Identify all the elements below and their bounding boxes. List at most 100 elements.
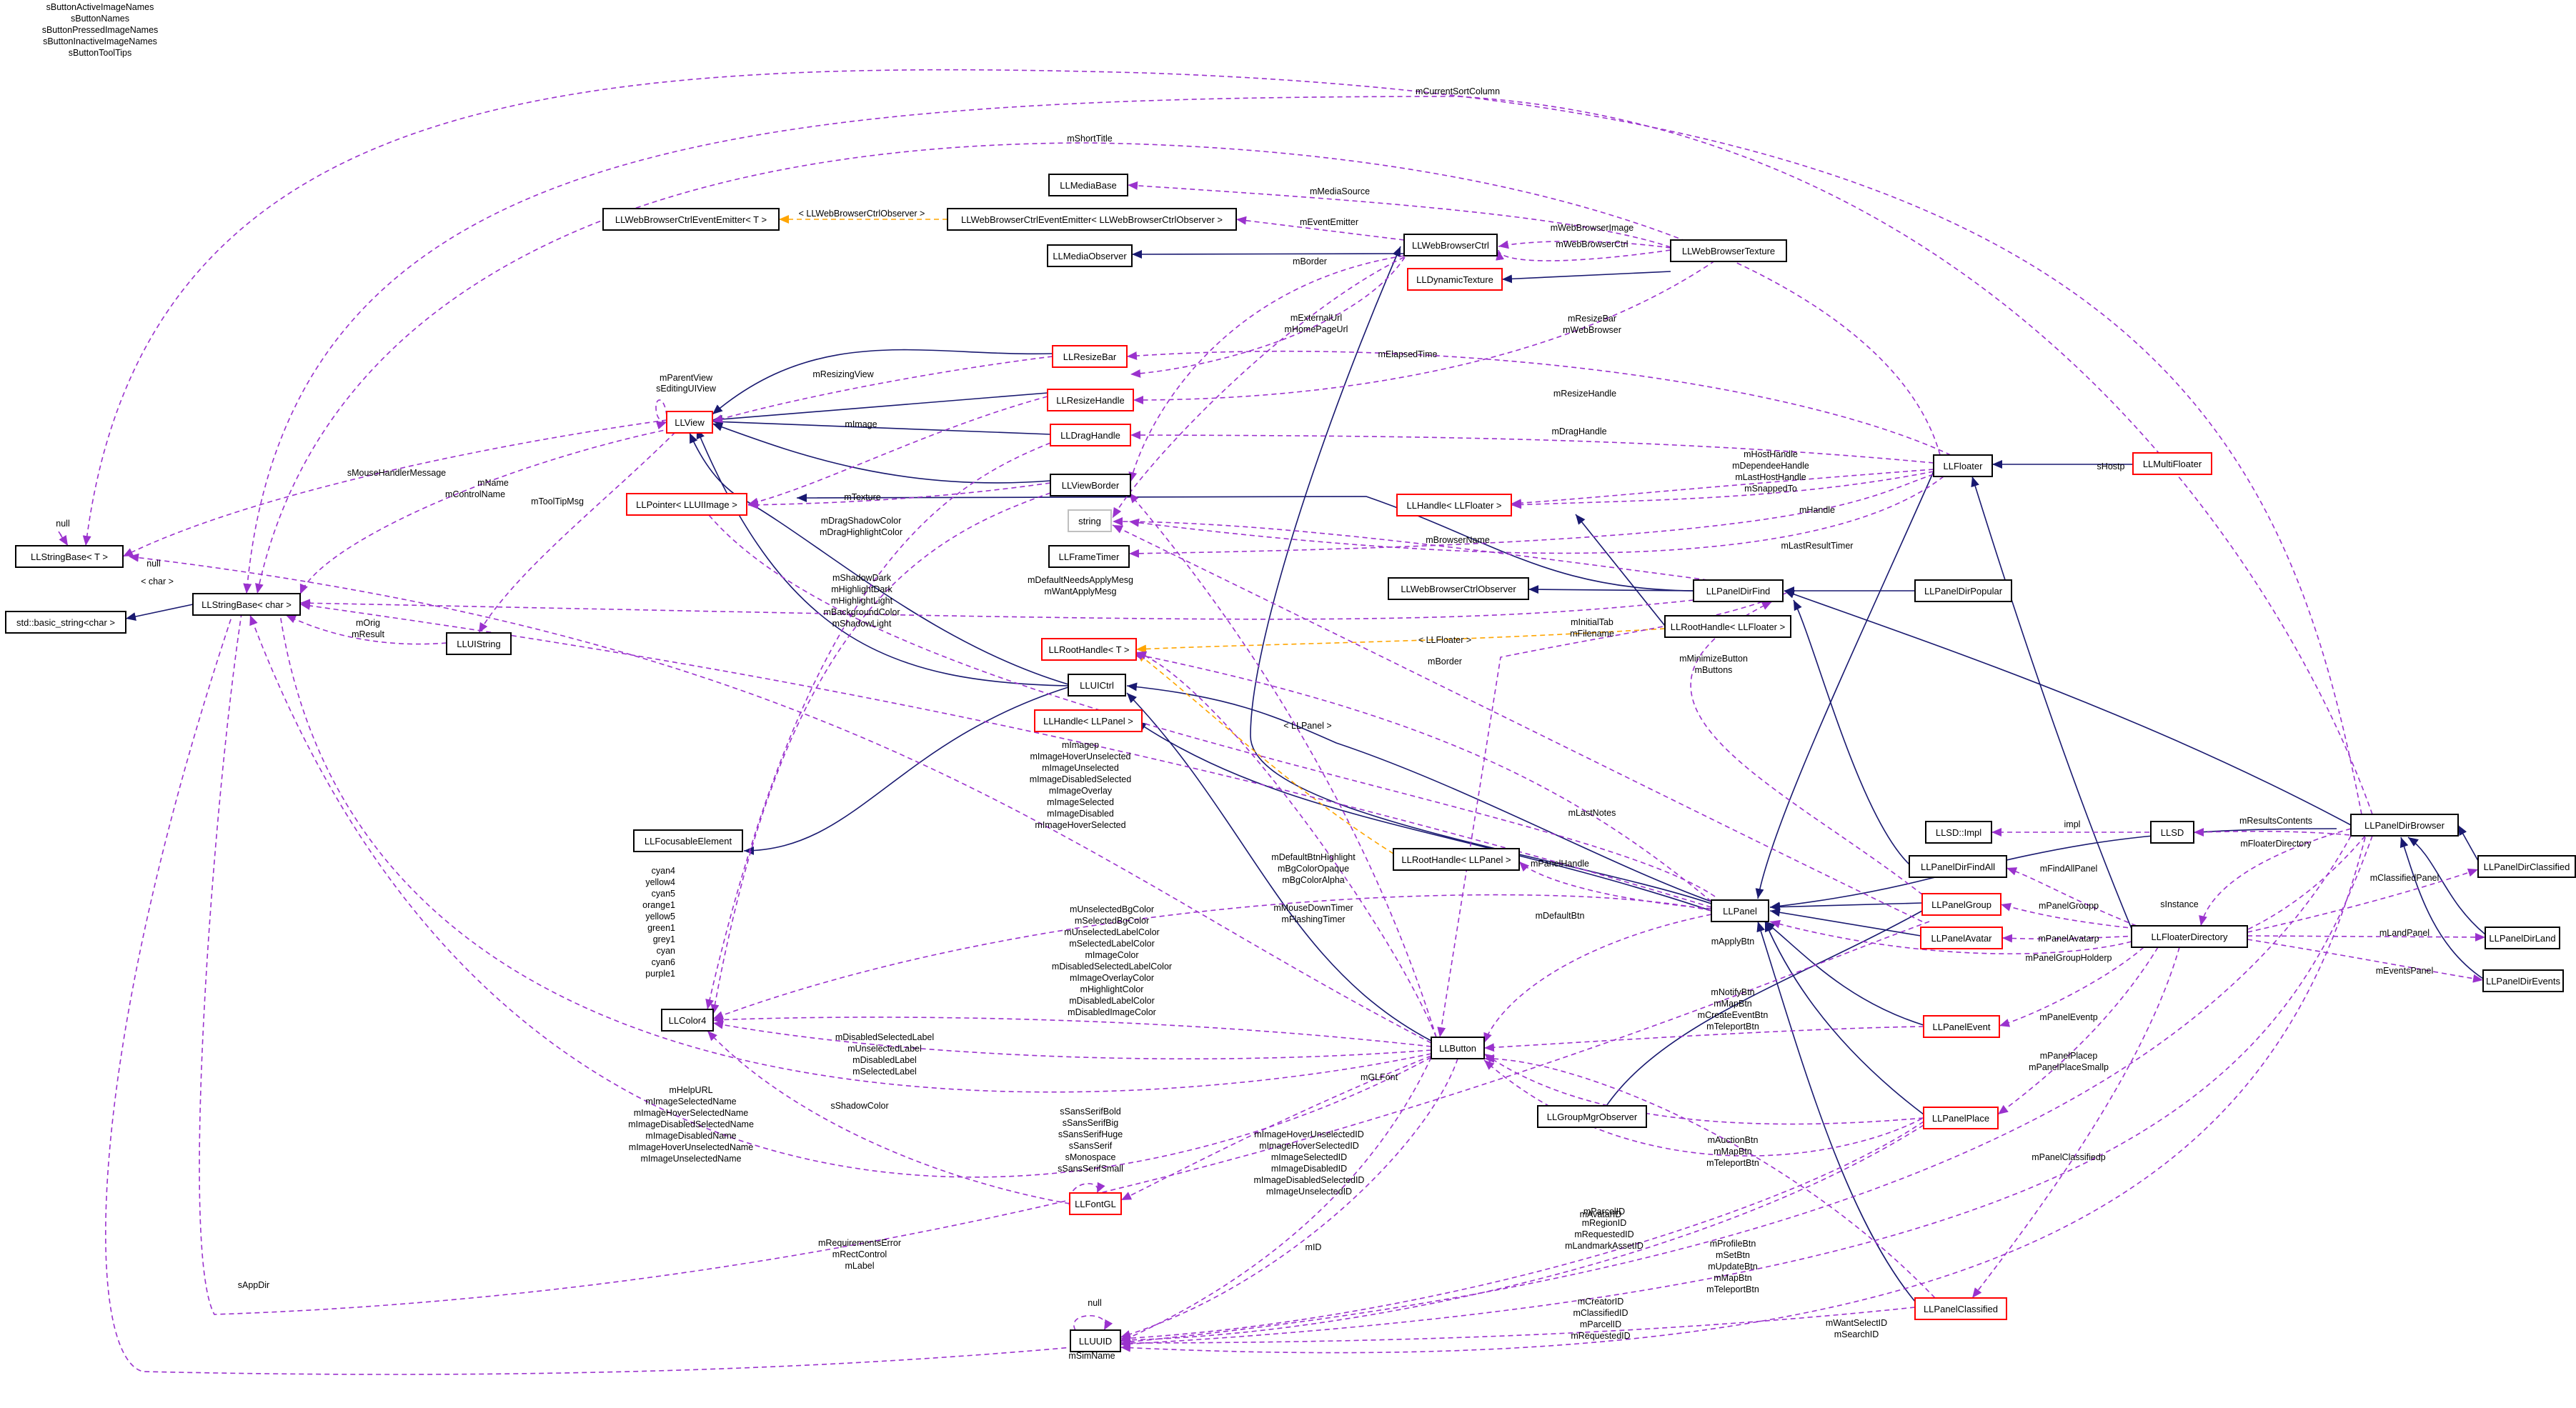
class-node-llwebbrowserctrleventemitterobs[interactable]: LLWebBrowserCtrlEventEmitter< LLWebBrows… <box>947 208 1237 231</box>
class-node-llfloaterdirectory[interactable]: LLFloaterDirectory <box>2131 925 2248 948</box>
usage-arrow <box>1120 1058 1458 1339</box>
usage-arrow <box>1073 1314 1113 1331</box>
edge-label: sButtonActiveImageNames <box>46 2 154 12</box>
edge-label: mTeleportBtn <box>1706 1022 1759 1032</box>
class-node-llpaneldirevents[interactable]: LLPanelDirEvents <box>2482 969 2564 992</box>
edge-label: mParentView <box>660 373 713 383</box>
class-node-llpaneldirfindall[interactable]: LLPanelDirFindAll <box>1909 855 2007 878</box>
usage-arrow <box>707 1030 1070 1204</box>
usage-arrow <box>1133 260 1716 404</box>
usage-arrow <box>1483 1054 1936 1299</box>
class-node-llstringbaset[interactable]: LLStringBase< T > <box>15 545 124 568</box>
class-node-llroothandlellfloater[interactable]: LLRootHandle< LLFloater > <box>1664 615 1791 638</box>
class-node-llframetimer[interactable]: LLFrameTimer <box>1048 545 1130 568</box>
usage-arrow <box>122 419 667 557</box>
usage-arrow <box>1068 1182 1105 1208</box>
edge-label: mUnselectedLabel <box>847 1044 922 1054</box>
class-node-llfontgl[interactable]: LLFontGL <box>1069 1192 1122 1215</box>
class-node-llpanelclassified[interactable]: LLPanelClassified <box>1914 1297 2007 1320</box>
class-node-llbutton[interactable]: LLButton <box>1431 1037 1485 1059</box>
class-node-llview[interactable]: LLView <box>666 411 713 434</box>
edge-label: mHostHandle <box>1744 449 1798 459</box>
class-node-llpanelevent[interactable]: LLPanelEvent <box>1923 1015 2000 1038</box>
usage-arrow <box>58 531 69 546</box>
edge-label: mHandle <box>1799 505 1835 515</box>
class-node-llstringbasechar[interactable]: LLStringBase< char > <box>192 593 301 616</box>
edge-label: mImageSelectedID <box>1271 1152 1347 1162</box>
edge-label: mPanelPlaceSmallp <box>2029 1062 2109 1072</box>
class-node-llpanel[interactable]: LLPanel <box>1711 899 1769 922</box>
class-node-llwebbrowserctrleventemittert[interactable]: LLWebBrowserCtrlEventEmitter< T > <box>602 208 780 231</box>
class-node-llwebbrowsertexture[interactable]: LLWebBrowserTexture <box>1670 239 1787 262</box>
class-node-llroothandlet[interactable]: LLRootHandle< T > <box>1041 638 1137 661</box>
class-node-llmediabase[interactable]: LLMediaBase <box>1048 174 1128 196</box>
edge-label: mParcelID <box>1583 1207 1625 1217</box>
inheritance-arrow <box>1126 682 1712 902</box>
usage-arrow <box>1120 837 2366 1354</box>
class-node-llpaneldirpopular[interactable]: LLPanelDirPopular <box>1914 579 2012 602</box>
class-box <box>1920 927 2003 949</box>
class-node-llhandlellfloater[interactable]: LLHandle< LLFloater > <box>1396 494 1512 516</box>
class-node-llmultifloater[interactable]: LLMultiFloater <box>2132 452 2212 475</box>
class-node-llpanelavatar[interactable]: LLPanelAvatar <box>1920 927 2003 949</box>
usage-arrow <box>1130 256 1406 378</box>
edge-label: mImageHoverUnselectedName <box>629 1142 753 1152</box>
class-node-llresizebar[interactable]: LLResizeBar <box>1052 345 1128 368</box>
class-node-llpaneldirland[interactable]: LLPanelDirLand <box>2485 927 2560 949</box>
class-node-lldynamictexture[interactable]: LLDynamicTexture <box>1407 268 1503 291</box>
edge-label: sEditingUIView <box>656 384 717 394</box>
edge-label: sSansSerifSmall <box>1058 1164 1123 1174</box>
class-node-llpointerlluiimage[interactable]: LLPointer< LLUIImage > <box>626 493 747 516</box>
class-box <box>666 411 713 434</box>
class-node-lluuid[interactable]: LLUUID <box>1070 1329 1121 1352</box>
edge-label: mLastHostHandle <box>1735 472 1806 482</box>
usage-arrow <box>128 553 1432 1044</box>
class-node-llpaneldirfind[interactable]: LLPanelDirFind <box>1693 579 1784 602</box>
class-node-lldraghandle[interactable]: LLDragHandle <box>1050 424 1131 446</box>
class-node-llfloater[interactable]: LLFloater <box>1933 454 1993 477</box>
usage-arrow <box>2000 902 2137 929</box>
class-node-llviewborder[interactable]: LLViewBorder <box>1050 474 1131 496</box>
usage-arrow <box>299 428 672 595</box>
class-node-llroothandlellpanel[interactable]: LLRootHandle< LLPanel > <box>1393 848 1520 871</box>
edge-label: mDragHandle <box>1551 426 1606 436</box>
class-node-llpanelgroup[interactable]: LLPanelGroup <box>1921 893 2001 916</box>
edge-label: mMapBtn <box>1714 1273 1752 1283</box>
edge-label: mResizingView <box>812 369 874 379</box>
class-node-llresizehandle[interactable]: LLResizeHandle <box>1047 389 1134 411</box>
class-node-llpaneldirclassified[interactable]: LLPanelDirClassified <box>2477 855 2576 878</box>
class-node-lluistring[interactable]: LLUIString <box>446 632 512 655</box>
usage-arrow <box>299 599 1694 620</box>
edge-label: mDisabledImageColor <box>1068 1007 1156 1017</box>
edge-label: mCurrentSortColumn <box>1416 86 1500 96</box>
class-node-llgroupmgrobserver[interactable]: LLGroupMgrObserver <box>1537 1105 1647 1128</box>
class-node-llcolor4[interactable]: LLColor4 <box>661 1009 714 1032</box>
class-node-llpaneldirbrowser[interactable]: LLPanelDirBrowser <box>2350 814 2459 837</box>
class-node-lluictrl[interactable]: LLUICtrl <box>1068 674 1126 696</box>
usage-arrow <box>2193 827 2359 837</box>
class-node-stdstring[interactable]: std::basic_string<char > <box>5 611 126 634</box>
edge-label: impl <box>2064 819 2081 829</box>
class-node-llfocusableelement[interactable]: LLFocusableElement <box>633 829 743 852</box>
class-node-llmediaobserver[interactable]: LLMediaObserver <box>1047 244 1133 267</box>
class-box <box>1923 1015 2000 1038</box>
class-node-llsd[interactable]: LLSD <box>2150 821 2194 844</box>
class-name: LLWebBrowserCtrlObserver <box>1401 584 1516 594</box>
edge-label: mSelectedLabelColor <box>1069 939 1155 949</box>
class-node-llwebbrowserctrl[interactable]: LLWebBrowserCtrl <box>1403 234 1498 256</box>
edge-label: mCreatorID <box>1578 1297 1624 1307</box>
edge-label: mPanelGroupp <box>2039 901 2099 911</box>
edge-label: mShadowLight <box>832 619 892 629</box>
class-node-llhandlellpanel[interactable]: LLHandle< LLPanel > <box>1034 709 1143 732</box>
usage-arrow <box>1127 181 1671 248</box>
class-node-llpanelplace[interactable]: LLPanelPlace <box>1923 1107 1999 1129</box>
class-node-llwebbrowserctrlobserver[interactable]: LLWebBrowserCtrlObserver <box>1388 577 1529 600</box>
edge-label: sHostp <box>2097 461 2125 471</box>
edge-label: mID <box>1306 1242 1322 1252</box>
inheritance-arrow <box>1593 910 1923 1128</box>
class-node-string[interactable]: string <box>1068 509 1112 532</box>
edge-label: sButtonNames <box>71 14 129 24</box>
class-box <box>1068 674 1126 696</box>
edge-label: mResult <box>352 629 384 639</box>
class-node-llsdimpl[interactable]: LLSD::Impl <box>1925 821 1992 844</box>
